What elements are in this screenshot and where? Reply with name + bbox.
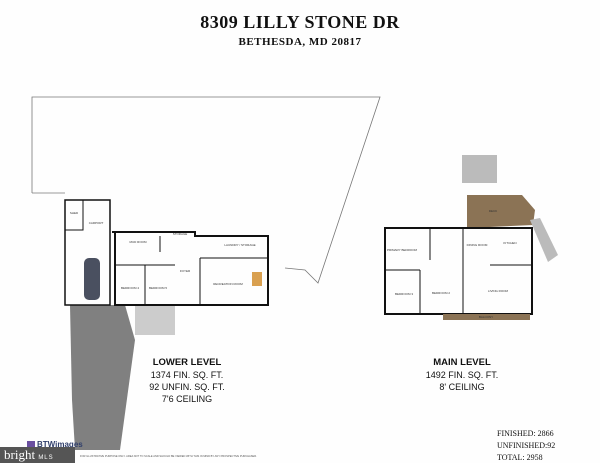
property-line <box>31 96 381 284</box>
room-label: BALCONY <box>479 315 493 319</box>
lower-level-title: LOWER LEVEL <box>152 357 222 368</box>
area-totals: FINISHED: 2866 UNFINISHED:92 TOTAL: 2958 <box>497 428 555 463</box>
driveway <box>70 305 135 450</box>
car-icon <box>84 258 100 300</box>
watermark-subtext: MLS <box>38 455 54 461</box>
main-level-ceiling: 8' CEILING <box>439 382 485 392</box>
main-level-title: MAIN LEVEL <box>433 357 491 368</box>
room-label: PRIMARY BEDROOM <box>387 248 417 252</box>
room-label: STORAGE <box>173 232 188 236</box>
room-label: SHED <box>70 211 79 215</box>
room-label: BEDROOM 4 <box>121 286 139 290</box>
bright-mls-watermark: bright MLS <box>0 447 75 463</box>
lower-level-ceiling: 7'6 CEILING <box>161 394 213 404</box>
upper-patio <box>462 155 497 183</box>
room-label: RECREATION ROOM <box>213 282 243 286</box>
logo-text: BTWimages <box>37 440 83 449</box>
room-label: LAUNDRY / STORAGE <box>224 243 255 247</box>
lower-level-summary: LOWER LEVEL 1374 FIN. SQ. FT. 92 UNFIN. … <box>137 357 237 405</box>
balcony <box>443 314 530 320</box>
room-label: MUD ROOM <box>130 240 147 244</box>
grand-total: TOTAL: 2958 <box>497 453 543 462</box>
room-label: BEDROOM 3 <box>395 292 413 296</box>
lower-level-unfinished: 92 UNFIN. SQ. FT. <box>149 382 225 392</box>
room-label: BEDROOM 2 <box>432 291 450 295</box>
btwimages-logo: BTWimages <box>27 440 83 449</box>
room-label: LIVING ROOM <box>488 289 509 293</box>
city-subtitle: BETHESDA, MD 20817 <box>238 36 362 48</box>
main-level-summary: MAIN LEVEL 1492 FIN. SQ. FT. 8' CEILING <box>412 357 512 393</box>
room-label: FOYER <box>180 269 191 273</box>
side-stairs <box>530 218 558 262</box>
room-label: KITCHEN <box>503 241 516 245</box>
finished-total: FINISHED: 2866 <box>497 429 554 438</box>
lower-level-plan <box>64 199 269 306</box>
patio <box>135 305 175 335</box>
lower-level-finished: 1374 FIN. SQ. FT. <box>150 370 224 380</box>
room-label: DINING ROOM <box>467 243 488 247</box>
fireplace-icon <box>252 272 262 286</box>
room-label: DECK <box>489 209 497 213</box>
deck <box>467 195 535 228</box>
disclaimer: FOR ILLUSTRATIVE PURPOSE ONLY. AREA NOT … <box>80 455 257 458</box>
room-label: CARPORT <box>89 221 104 225</box>
logo-icon <box>27 440 35 449</box>
address-title: 8309 LILLY STONE DR <box>200 12 400 32</box>
room-label: BEDROOM 5 <box>149 286 167 290</box>
unfinished-total: UNFINISHED:92 <box>497 441 556 450</box>
main-level-finished: 1492 FIN. SQ. FT. <box>425 370 499 380</box>
watermark-text: bright <box>4 447 36 462</box>
